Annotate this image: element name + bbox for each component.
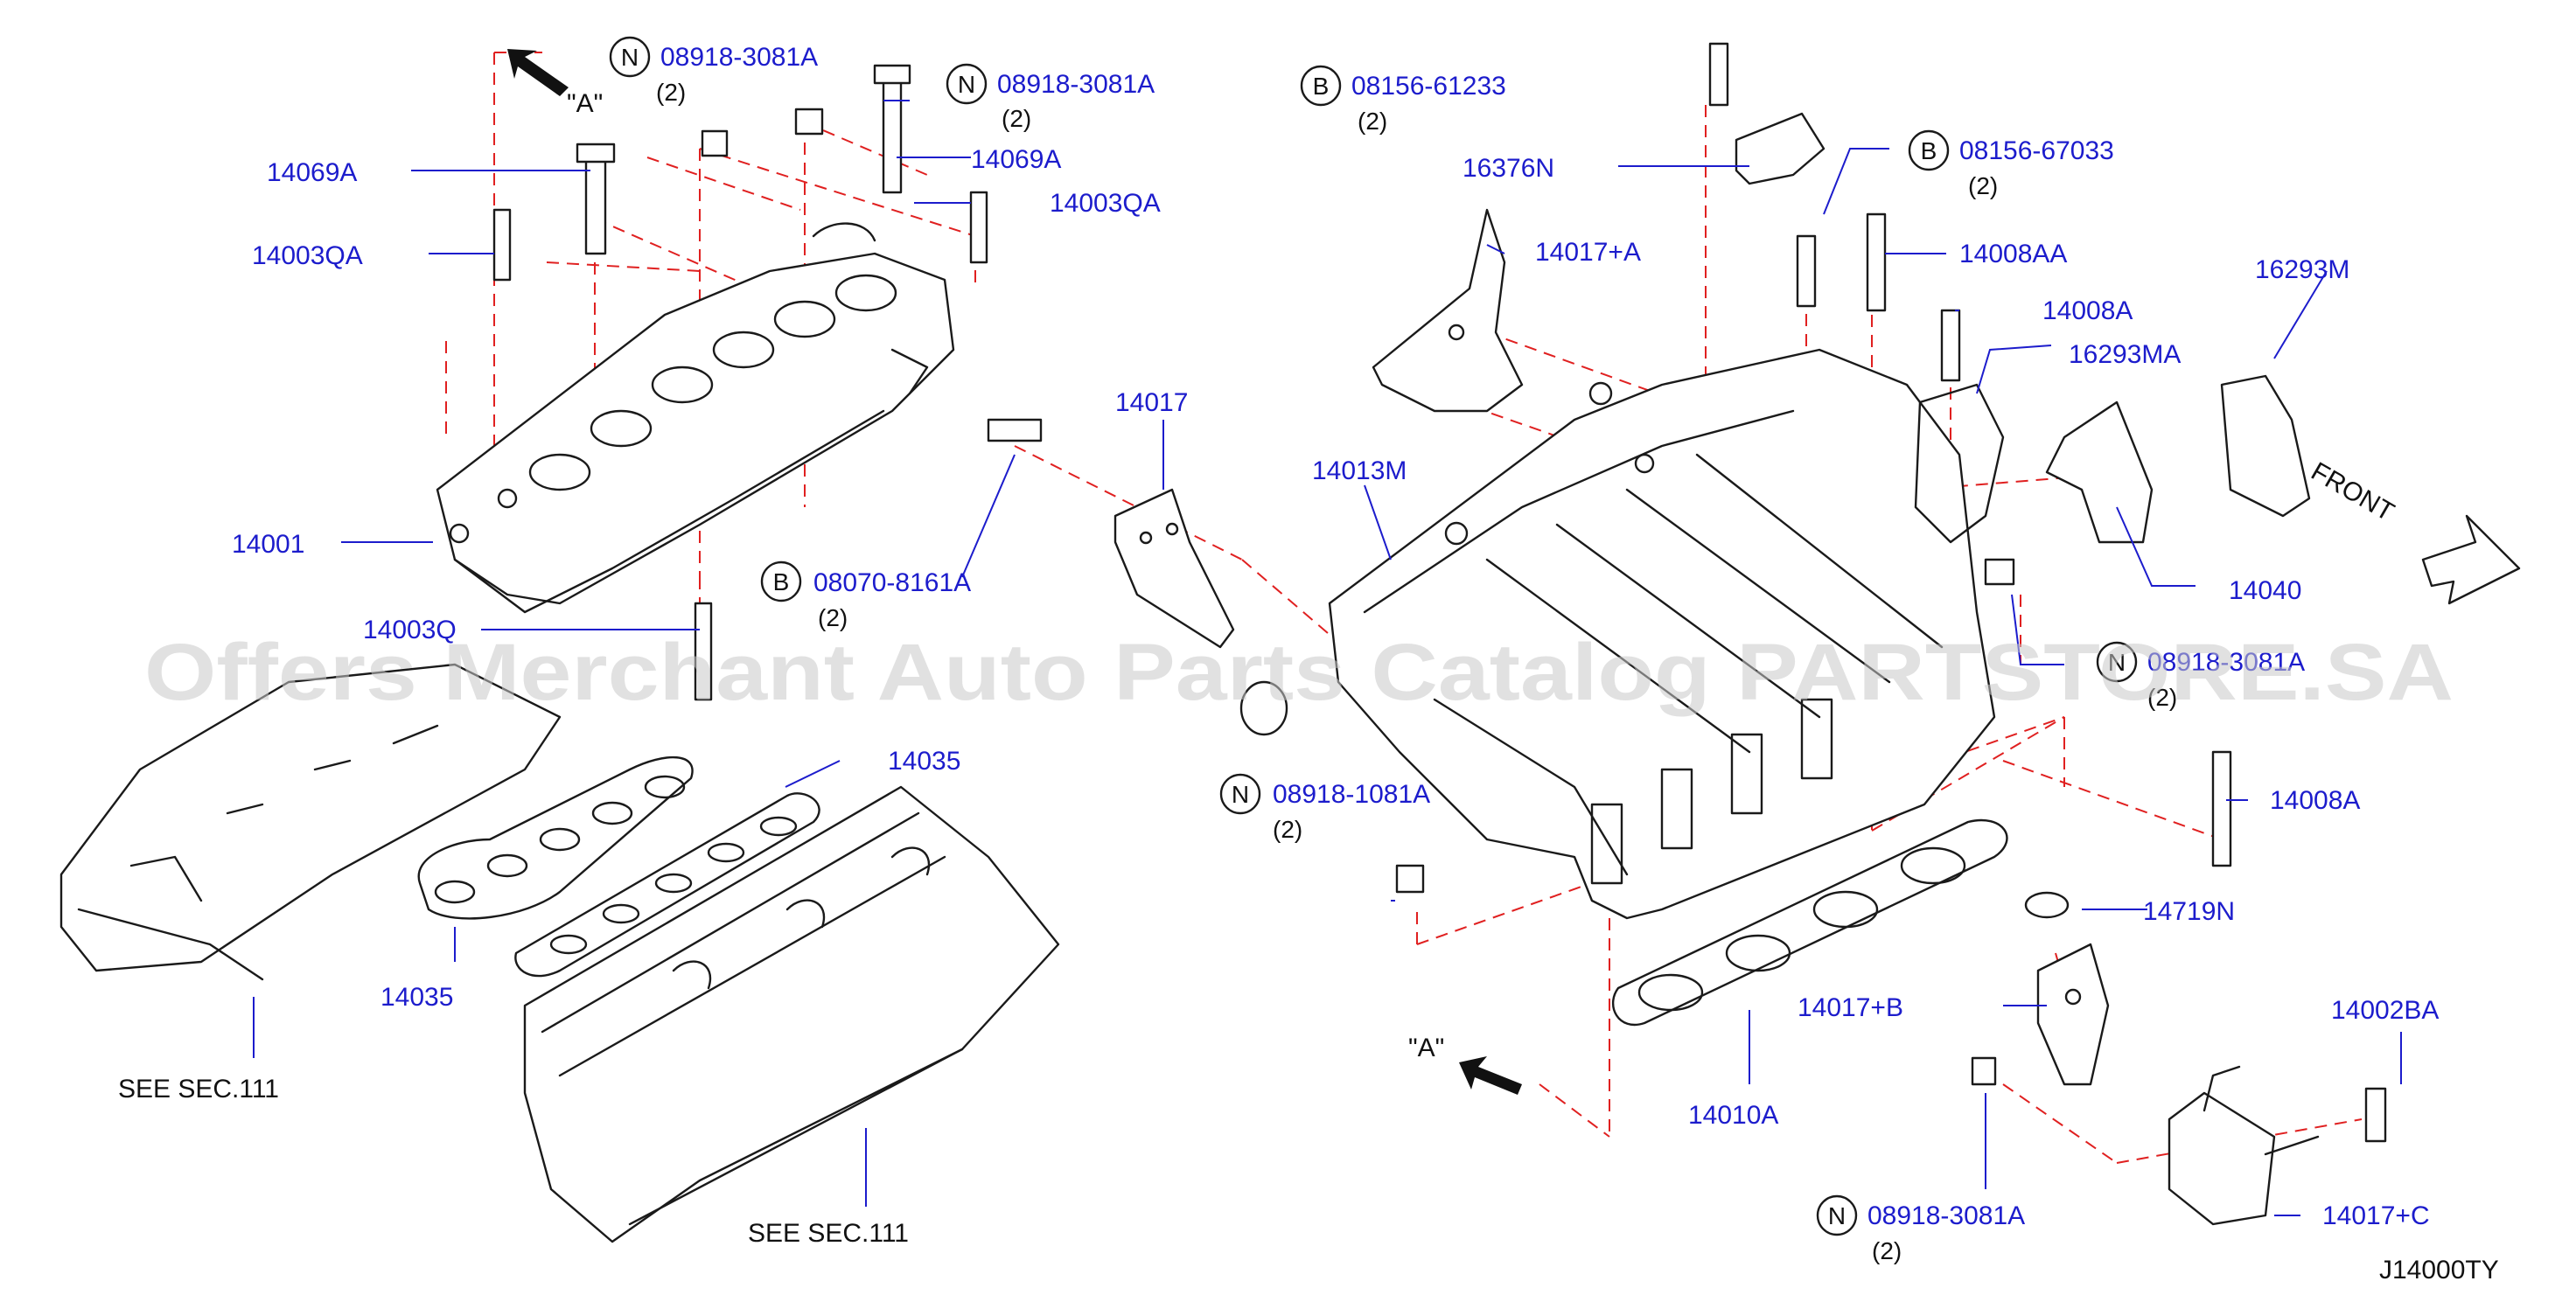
label-08156-67033: 08156-67033 [1959,136,2114,165]
label-08156-61233: 08156-61233 [1351,72,1506,101]
label-16376N: 16376N [1463,154,1554,183]
adapter-14040 [2045,400,2154,544]
label-qty: (2) [656,79,686,106]
label-16293MA: 16293MA [2069,340,2181,369]
gasket-16293MA [1914,383,2005,544]
circle-letter-b: B [1313,73,1330,100]
label-qty: (2) [1273,816,1302,843]
label-14035: 14035 [888,747,960,776]
view-a-arrow-bottom [1459,1056,1522,1095]
gasket-14010A [1611,819,2008,1027]
fasteners [492,42,2387,1143]
front-arrow-icon [2421,514,2521,605]
view-a-arrow-top [507,49,569,96]
circle-letter-n: N [2108,649,2126,676]
diagram-code: J14000TY [2379,1256,2499,1285]
label-08918-1081A: 08918-1081A [1273,780,1430,809]
label-14002BA: 14002BA [2331,996,2439,1025]
label-14013M: 14013M [1312,456,1407,485]
label-08070-8161A: 08070-8161A [813,568,971,597]
label-14035: 14035 [380,983,453,1012]
label-qty: (2) [1872,1237,1902,1264]
label-14069A: 14069A [971,145,1061,174]
label-16293M: 16293M [2255,255,2349,284]
bracket-14017-A [1372,208,1524,413]
label-14008AA: 14008AA [1959,240,2067,268]
bracket-16376N [1735,112,1826,185]
label-14017: 14017 [1115,388,1188,417]
circle-letter-n: N [621,44,639,71]
label-qty: (2) [2147,684,2177,711]
leader-lines [253,100,2402,1216]
label-14008A: 14008A [2270,786,2360,815]
label-qty: (2) [818,604,848,631]
view-a-label: "A" [1408,1034,1444,1062]
bracket-14017 [1113,488,1235,649]
label-14719N: 14719N [2143,897,2235,926]
circle-letter-n: N [958,71,975,98]
label-qty: (2) [1002,105,1031,132]
label-08918-3081A: 08918-3081A [997,70,1155,99]
label-08918-3081A: 08918-3081A [2147,648,2305,677]
label-14017-C: 14017+C [2322,1201,2430,1230]
label-14069A: 14069A [267,158,357,187]
label-14010A: 14010A [1688,1101,1778,1130]
section-ref: SEE SEC.111 [748,1219,909,1248]
gasket-14035-left [417,755,694,920]
label-14003QA: 14003QA [1050,189,1161,218]
gasket-16293M [2220,374,2311,518]
label-14001: 14001 [232,530,304,559]
label-qty: (2) [1358,108,1387,135]
label-08918-3081A: 08918-3081A [660,43,818,72]
circled-letters: N N B B B N N N [609,36,2138,1236]
gasket-14035-right [514,792,820,978]
label-14017-A: 14017+A [1535,238,1641,267]
cylinder-head-right [523,785,1060,1243]
upper-intake-collector-left [436,222,955,614]
bracket-14017-C [2168,1065,2320,1226]
label-08918-3081A: 08918-3081A [1867,1201,2025,1230]
circle-letter-b: B [773,568,790,595]
label-14017-B: 14017+B [1798,993,1903,1022]
view-a-label: "A" [567,89,603,118]
label-14003QA: 14003QA [252,241,363,270]
label-qty: (2) [1968,172,1998,199]
bracket-14017-B [2036,943,2110,1086]
section-ref: SEE SEC.111 [118,1075,279,1104]
label-14040: 14040 [2229,576,2301,605]
label-14003Q: 14003Q [363,616,457,644]
circle-letter-n: N [1828,1202,1846,1229]
label-14008A: 14008A [2042,296,2133,325]
circle-letter-b: B [1921,137,1937,164]
intake-manifold-14013M [1239,348,1996,920]
cylinder-head-left [59,663,562,981]
circle-letter-n: N [1232,781,1249,808]
part-number-labels: 08918-3081A (2) 08918-3081A (2) "A" 1406… [118,43,2499,1285]
front-label: FRONT [2307,456,2399,526]
